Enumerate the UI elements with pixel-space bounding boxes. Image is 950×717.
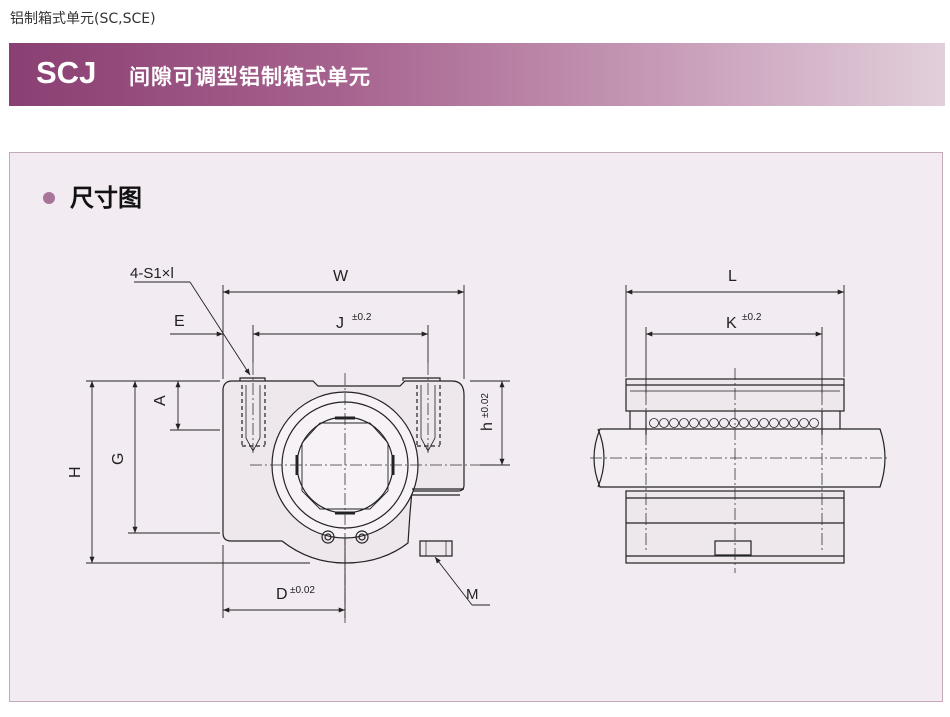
label-J: J [336, 315, 344, 332]
label-L: L [728, 268, 737, 285]
label-D: D [276, 586, 288, 603]
label-h-tol: ±0.02 [480, 393, 491, 418]
page-title: 间隙可调型铝制箱式单元 [129, 65, 371, 89]
label-D-tol: ±0.02 [290, 585, 315, 596]
side-view [593, 378, 886, 564]
label-A: A [152, 395, 169, 406]
dimension-panel: 尺寸图 [9, 152, 943, 702]
label-M: M [466, 586, 479, 603]
label-K-tol: ±0.2 [742, 312, 762, 323]
label-K: K [726, 315, 737, 332]
label-E: E [174, 313, 185, 330]
model-code: SCJ [36, 55, 97, 90]
section-bullet-icon [43, 192, 55, 204]
label-G: G [110, 453, 127, 465]
header-bar: SCJ 间隙可调型铝制箱式单元 [9, 43, 945, 106]
screw-label: 4-S1×l [130, 265, 174, 282]
label-h: h [479, 422, 496, 431]
ball-row [649, 418, 819, 428]
label-H: H [67, 466, 84, 478]
section-title: 尺寸图 [70, 184, 142, 212]
label-J-tol: ±0.2 [352, 312, 372, 323]
technical-drawing: 4-S1×l W J ±0.2 E A G H h ±0.02 D ±0.02 … [67, 265, 890, 623]
label-W: W [333, 268, 349, 285]
left-bolt-hole [241, 385, 266, 447]
breadcrumb: 铝制箱式单元(SC,SCE) [10, 11, 156, 27]
adjust-screw [419, 540, 453, 557]
right-bolt-hole [416, 385, 441, 447]
